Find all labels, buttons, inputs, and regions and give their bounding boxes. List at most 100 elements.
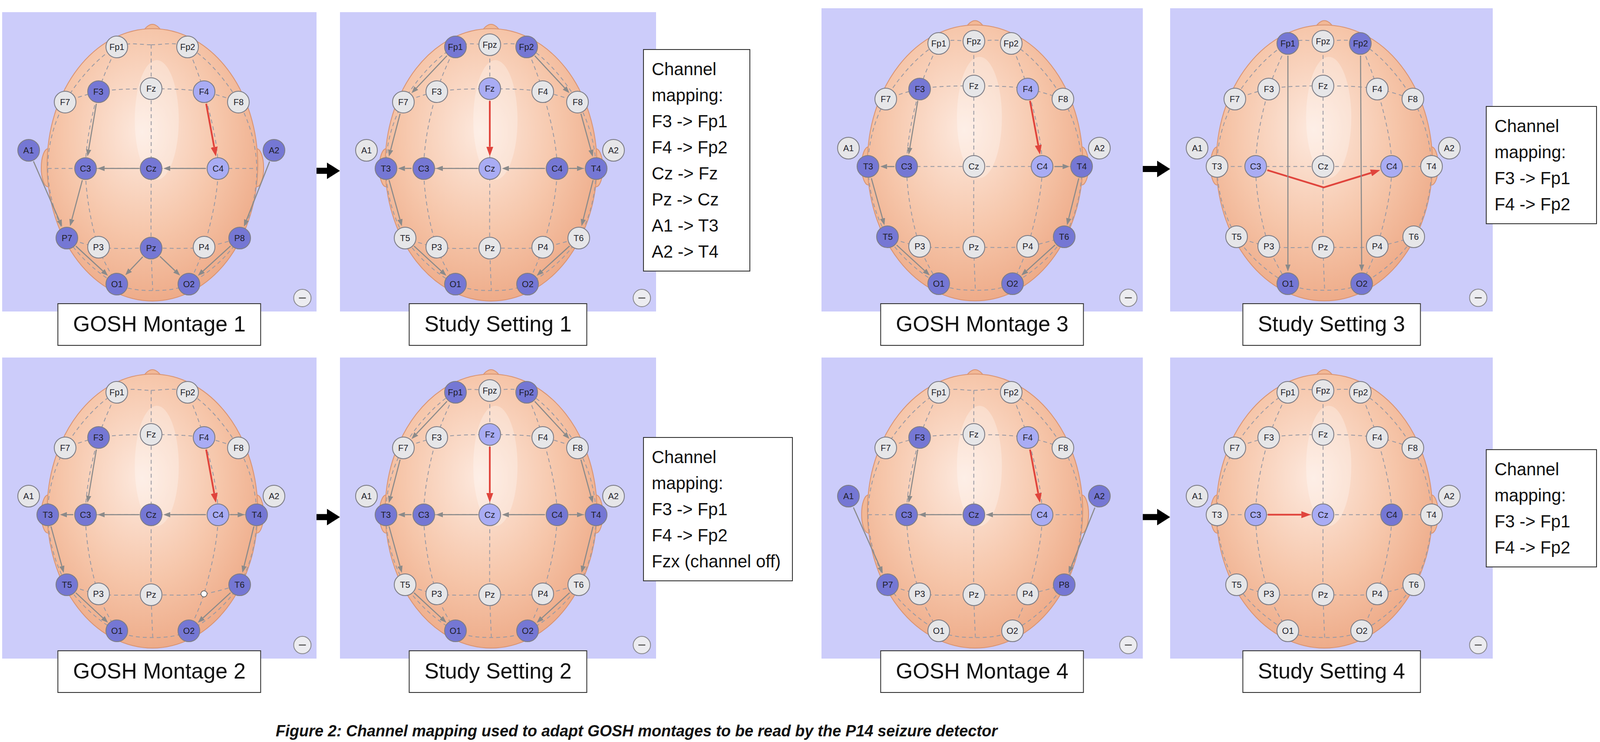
electrode-arrow: [580, 113, 591, 151]
electrode: P3: [425, 235, 449, 259]
electrode: C3: [74, 503, 97, 526]
electrode-label: Cz: [484, 164, 495, 173]
electrode: T4: [584, 157, 608, 180]
mapping-text: Pz -> Cz: [651, 186, 742, 213]
electrode-arrow: [1068, 178, 1079, 218]
electrode-label: F7: [59, 97, 70, 107]
electrode-label: Fp1: [109, 387, 125, 397]
electrode: A1: [1185, 484, 1209, 508]
electrode: F3: [1257, 77, 1280, 101]
electrode: F4: [192, 425, 216, 449]
electrode-label: Fz: [484, 429, 495, 439]
electrode-label: T3: [380, 510, 391, 519]
mapping-text: A1 -> T3: [651, 212, 742, 239]
electrode-label: A2: [1443, 143, 1455, 153]
electrode-label: T6: [1408, 580, 1419, 589]
electrode: C4: [545, 503, 569, 526]
electrode-label: F4: [1022, 432, 1033, 442]
electrode-label: T3: [380, 164, 391, 173]
electrode-arrow: [1054, 165, 1063, 168]
electrode: A2: [1088, 136, 1111, 160]
electrode-label: P4: [537, 589, 548, 598]
mapping-text: Channel mapping:: [1494, 112, 1577, 165]
electrode: T6: [1052, 225, 1076, 248]
panel-caption: GOSH Montage 4: [880, 649, 1084, 693]
electrode-label: Fp2: [1003, 39, 1019, 48]
electrode: Fp2: [1349, 32, 1372, 55]
electrode-label: T4: [590, 164, 601, 173]
panel-caption: Study Setting 4: [1242, 649, 1421, 693]
electrode-arrow: [488, 446, 491, 493]
electrode: O1: [1276, 272, 1300, 295]
electrode: O1: [444, 619, 467, 642]
electrode-label: O2: [183, 626, 195, 635]
electrode-label: O2: [1355, 279, 1368, 288]
electrode: P4: [1365, 582, 1389, 605]
electrode: F8: [1051, 436, 1075, 459]
electrode: F3: [87, 425, 110, 449]
electrode-arrow: [508, 167, 545, 169]
electrode: P8: [1052, 573, 1076, 596]
montage-arrow: [316, 513, 327, 520]
electrode: T6: [1402, 573, 1426, 596]
electrode: T5: [55, 573, 79, 596]
electrode-label: A1: [361, 491, 372, 501]
electrode-label: T5: [882, 232, 893, 241]
electrode-label: T3: [863, 161, 874, 171]
electrode-label: Fp1: [1280, 387, 1296, 397]
electrode: O2: [516, 272, 539, 296]
electrode-label: F4: [1372, 84, 1383, 94]
electrode-label: F4: [198, 87, 209, 96]
electrode: O2: [1350, 619, 1373, 642]
caption-text: Study Setting 3: [1257, 311, 1406, 337]
caption-text: Study Setting 1: [424, 311, 572, 337]
electrode-label: P8: [234, 233, 245, 243]
electrode: O1: [105, 272, 129, 296]
electrode-arrow: [871, 178, 883, 219]
figure-caption: Figure 2: Channel mapping used to adapt …: [275, 721, 998, 740]
electrode: O2: [177, 619, 201, 642]
mapping-text: F4 -> Fp2: [651, 521, 785, 548]
electrode: C3: [412, 157, 436, 180]
electrode-label: A2: [268, 491, 280, 501]
electrode: T5: [393, 573, 417, 596]
electrode-label: F3: [914, 432, 925, 442]
electrode: Pz: [478, 236, 502, 260]
electrode: T6: [1402, 225, 1426, 248]
electrode: F8: [1401, 436, 1425, 459]
mapping-box: Channel mapping:F3 -> Fp1F4 -> Fp2: [1485, 105, 1597, 225]
electrode-label: F7: [880, 443, 891, 452]
electrode-label: C3: [418, 164, 430, 173]
electrode: A1: [837, 136, 860, 160]
electrode-label: Fp2: [1352, 387, 1368, 397]
electrode: Fpz: [1311, 379, 1335, 402]
electrode-label: Fp2: [518, 387, 534, 397]
electrode-label: Fpz: [482, 40, 497, 50]
electrode: F7: [1223, 87, 1247, 111]
electrode-label: Fz: [969, 81, 979, 91]
electrode-label: Cz: [1317, 161, 1329, 171]
electrode: A2: [602, 484, 625, 508]
electrode-label: C4: [551, 164, 563, 173]
electrode: O1: [927, 619, 951, 642]
electrode-label: F8: [233, 97, 244, 107]
electrode: Pz: [139, 583, 163, 606]
electrode-label: F7: [1229, 94, 1240, 104]
electrode-arrow: [405, 513, 412, 515]
electrode: Cz: [139, 503, 163, 526]
electrode: A2: [1438, 484, 1461, 508]
electrode: F3: [87, 80, 110, 103]
head-panel: GOSH Montage 4Fp1Fp2F7F3FzF4F8A1C3CzC4A2…: [821, 357, 1143, 659]
electrode-label: F4: [1022, 84, 1033, 94]
electrode: Pz: [478, 583, 502, 606]
electrode: P3: [1257, 582, 1280, 605]
electrode-label: C3: [418, 510, 430, 519]
electrode: Pz: [962, 583, 986, 606]
electrode-label: Fp2: [1352, 39, 1368, 48]
panel-caption: Study Setting 2: [408, 649, 588, 693]
electrode: T3: [1205, 503, 1229, 526]
mapping-text: F3 -> Fp1: [651, 495, 785, 522]
electrode-label: P3: [92, 589, 104, 598]
electrode-label: O2: [521, 279, 534, 289]
electrode-label: P3: [914, 589, 925, 598]
